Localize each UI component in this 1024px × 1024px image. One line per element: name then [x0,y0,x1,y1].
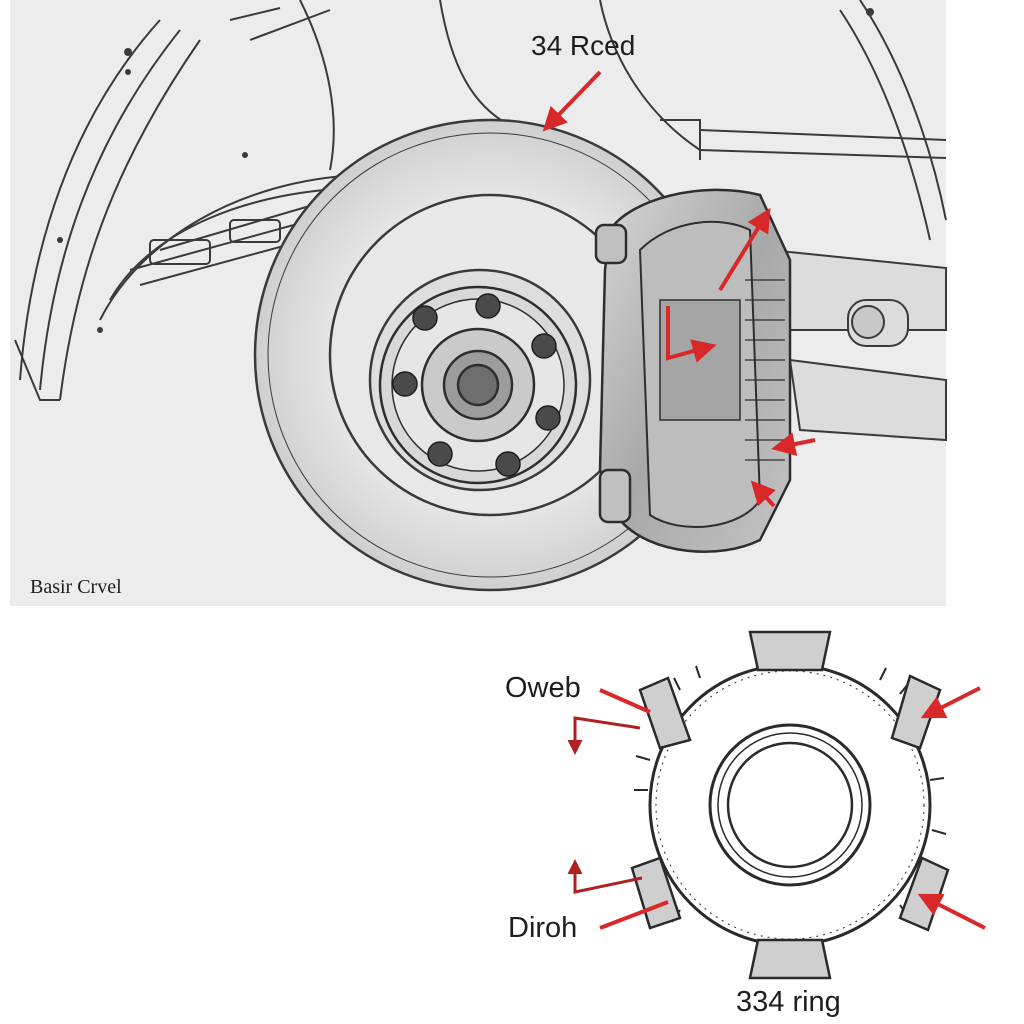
panel-caption: Basir Crvel [30,576,122,598]
arrow-diroh-up [567,859,643,894]
arrow-caliper-pin-upper [771,432,816,456]
arrow-diroh [599,900,669,930]
arrow-caliper-piston [666,306,717,363]
ring-tab-lower-left [630,856,682,930]
ring-arrows [567,686,986,930]
ring-diagram [567,630,986,980]
ring-tab-upper-right [890,674,942,750]
ring-tab-upper-left [638,676,692,750]
ring-label-upper-left: Oweb [505,672,581,704]
arrow-oweb-down [567,716,641,755]
assembly-illustration [10,0,947,606]
arrow-to-disc-rim [542,70,602,132]
ring-tab-bottom [748,938,832,980]
ring-label-lower-left: Diroh [508,912,578,944]
fender-rivets [57,8,874,333]
fender-outline [14,0,947,401]
ring-label-bottom: 334 ring [736,986,841,1018]
arrow-oweb [599,688,651,714]
arrow-lower-right [917,893,986,930]
arrow-upper-right [920,686,981,719]
ring-tab-top [748,630,832,672]
callout-arrows [542,70,816,508]
top-callout-label: 34 Rced [531,30,636,61]
ring-body [648,663,932,947]
suspension-arm [768,248,947,442]
brake-caliper [594,188,792,553]
wheel-hub [378,285,578,485]
wheel-studs [392,293,561,477]
caliper-cooling-fins [745,279,785,461]
arrow-caliper-upper [718,207,771,292]
arrow-caliper-pin-lower [750,480,776,508]
